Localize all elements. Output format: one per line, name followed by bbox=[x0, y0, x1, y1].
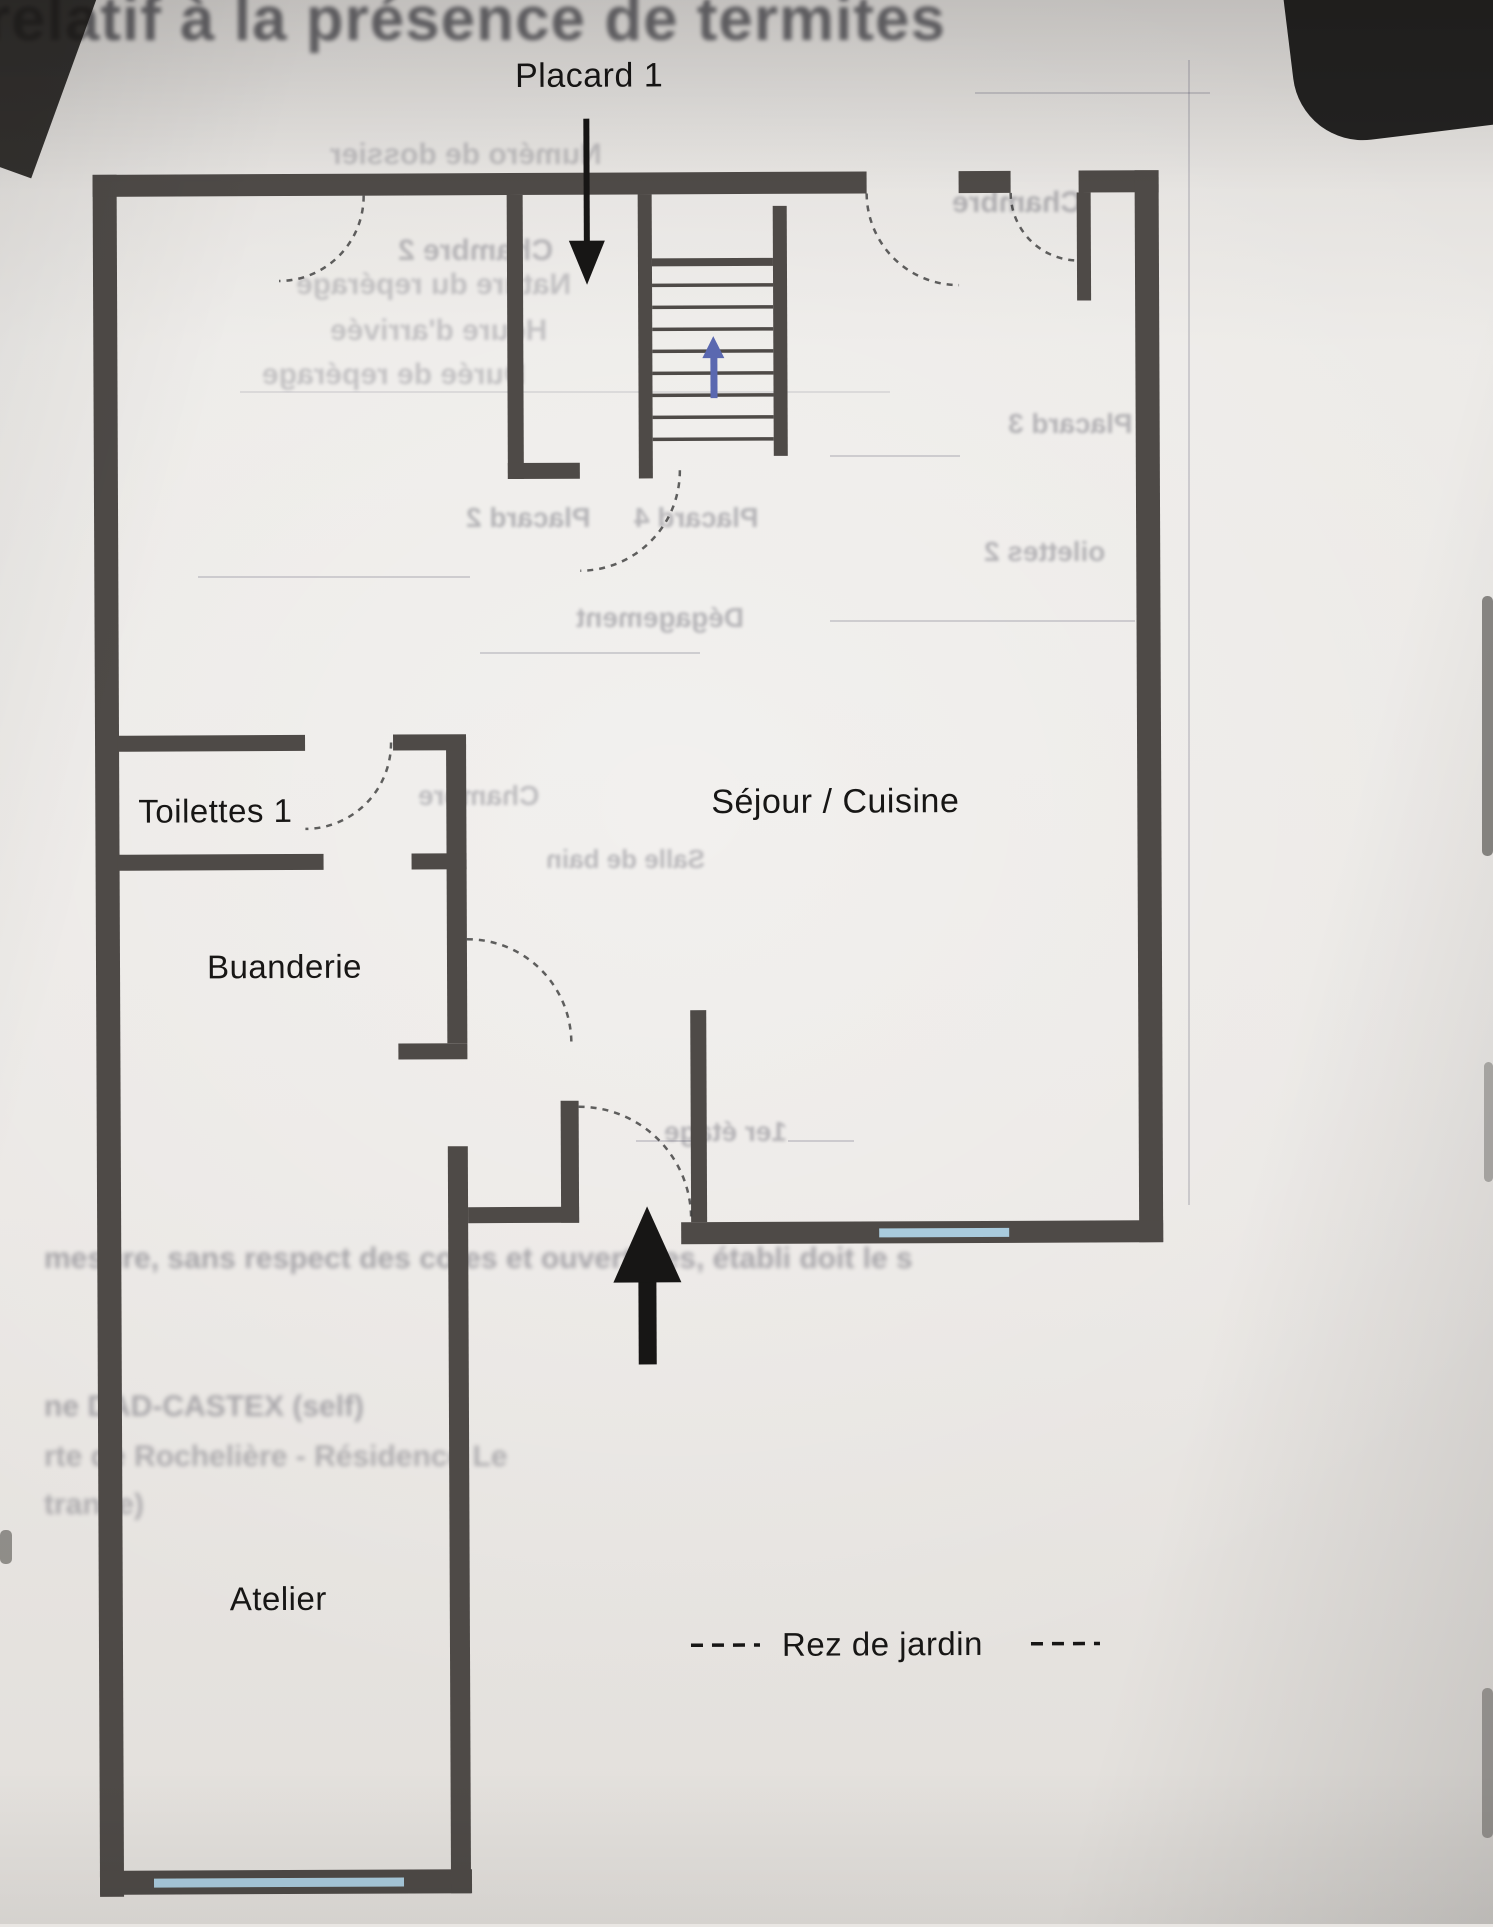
wall-segment bbox=[412, 853, 467, 869]
outer-walls bbox=[93, 170, 1167, 1897]
wall-segment bbox=[561, 1101, 580, 1223]
label-buanderie: Buanderie bbox=[207, 948, 362, 986]
door-swing-arc bbox=[305, 743, 391, 829]
wall-segment bbox=[690, 1010, 707, 1222]
stair-tread bbox=[652, 307, 773, 308]
stair-tread bbox=[652, 285, 773, 286]
wall-segment bbox=[773, 206, 788, 456]
stair-tread bbox=[653, 417, 774, 418]
wall-segment bbox=[398, 1043, 467, 1059]
arrow-shaft bbox=[710, 356, 717, 398]
wall-segment bbox=[959, 171, 1011, 193]
door-swing-arc bbox=[580, 470, 680, 570]
wall-segment bbox=[117, 735, 305, 752]
scan-artifact-right-edge bbox=[1482, 1688, 1493, 1838]
arrow-shaft bbox=[638, 1274, 656, 1364]
arrow-head bbox=[569, 241, 605, 285]
wall-segment bbox=[93, 171, 867, 196]
label-sejour-cuisine: Séjour / Cuisine bbox=[711, 782, 959, 821]
arrow-head bbox=[702, 336, 724, 358]
door-swing-arc bbox=[467, 939, 571, 1043]
stair-tread bbox=[652, 329, 773, 330]
label-placard-1: Placard 1 bbox=[515, 56, 663, 95]
staircase bbox=[652, 285, 774, 440]
door-swing-arc bbox=[579, 1106, 691, 1218]
wall-segment bbox=[507, 195, 524, 479]
interior-walls bbox=[115, 194, 794, 1895]
entrance-arrow-icon bbox=[613, 1206, 682, 1364]
label-toilettes-1: Toilettes 1 bbox=[138, 792, 292, 830]
door-swing-arc bbox=[867, 193, 959, 285]
door-swing-arc bbox=[279, 196, 364, 281]
scan-artifact-left-edge bbox=[0, 1530, 12, 1564]
wall-segment bbox=[638, 194, 653, 478]
wall-segment bbox=[1135, 170, 1164, 1242]
scan-artifact-right-edge bbox=[1484, 1062, 1493, 1182]
window bbox=[879, 1228, 1009, 1238]
wall-segment bbox=[393, 734, 466, 750]
door-swing-arc bbox=[1011, 193, 1079, 261]
wall-segment bbox=[118, 854, 324, 871]
label-level-rez-de-jardin: Rez de jardin bbox=[782, 1625, 983, 1663]
label-atelier: Atelier bbox=[230, 1580, 327, 1617]
stair-tread bbox=[653, 439, 774, 440]
windows bbox=[151, 1228, 1012, 1888]
wall-segment bbox=[652, 258, 773, 267]
placard1-annotation-arrow-icon bbox=[568, 119, 605, 285]
wall-segment bbox=[468, 1207, 579, 1223]
wall-segment bbox=[448, 1146, 471, 1893]
scan-artifact-right-edge bbox=[1482, 596, 1493, 856]
door-swing-arcs bbox=[279, 193, 1083, 1220]
wall-segment bbox=[508, 463, 580, 479]
window bbox=[154, 1878, 404, 1888]
wall-segment bbox=[1077, 192, 1091, 300]
wall-segment bbox=[446, 736, 467, 1043]
arrow-shaft bbox=[583, 119, 590, 245]
arrow-head bbox=[613, 1206, 681, 1282]
stair-direction-arrow-icon bbox=[702, 336, 724, 398]
wall-segment bbox=[93, 175, 125, 1897]
